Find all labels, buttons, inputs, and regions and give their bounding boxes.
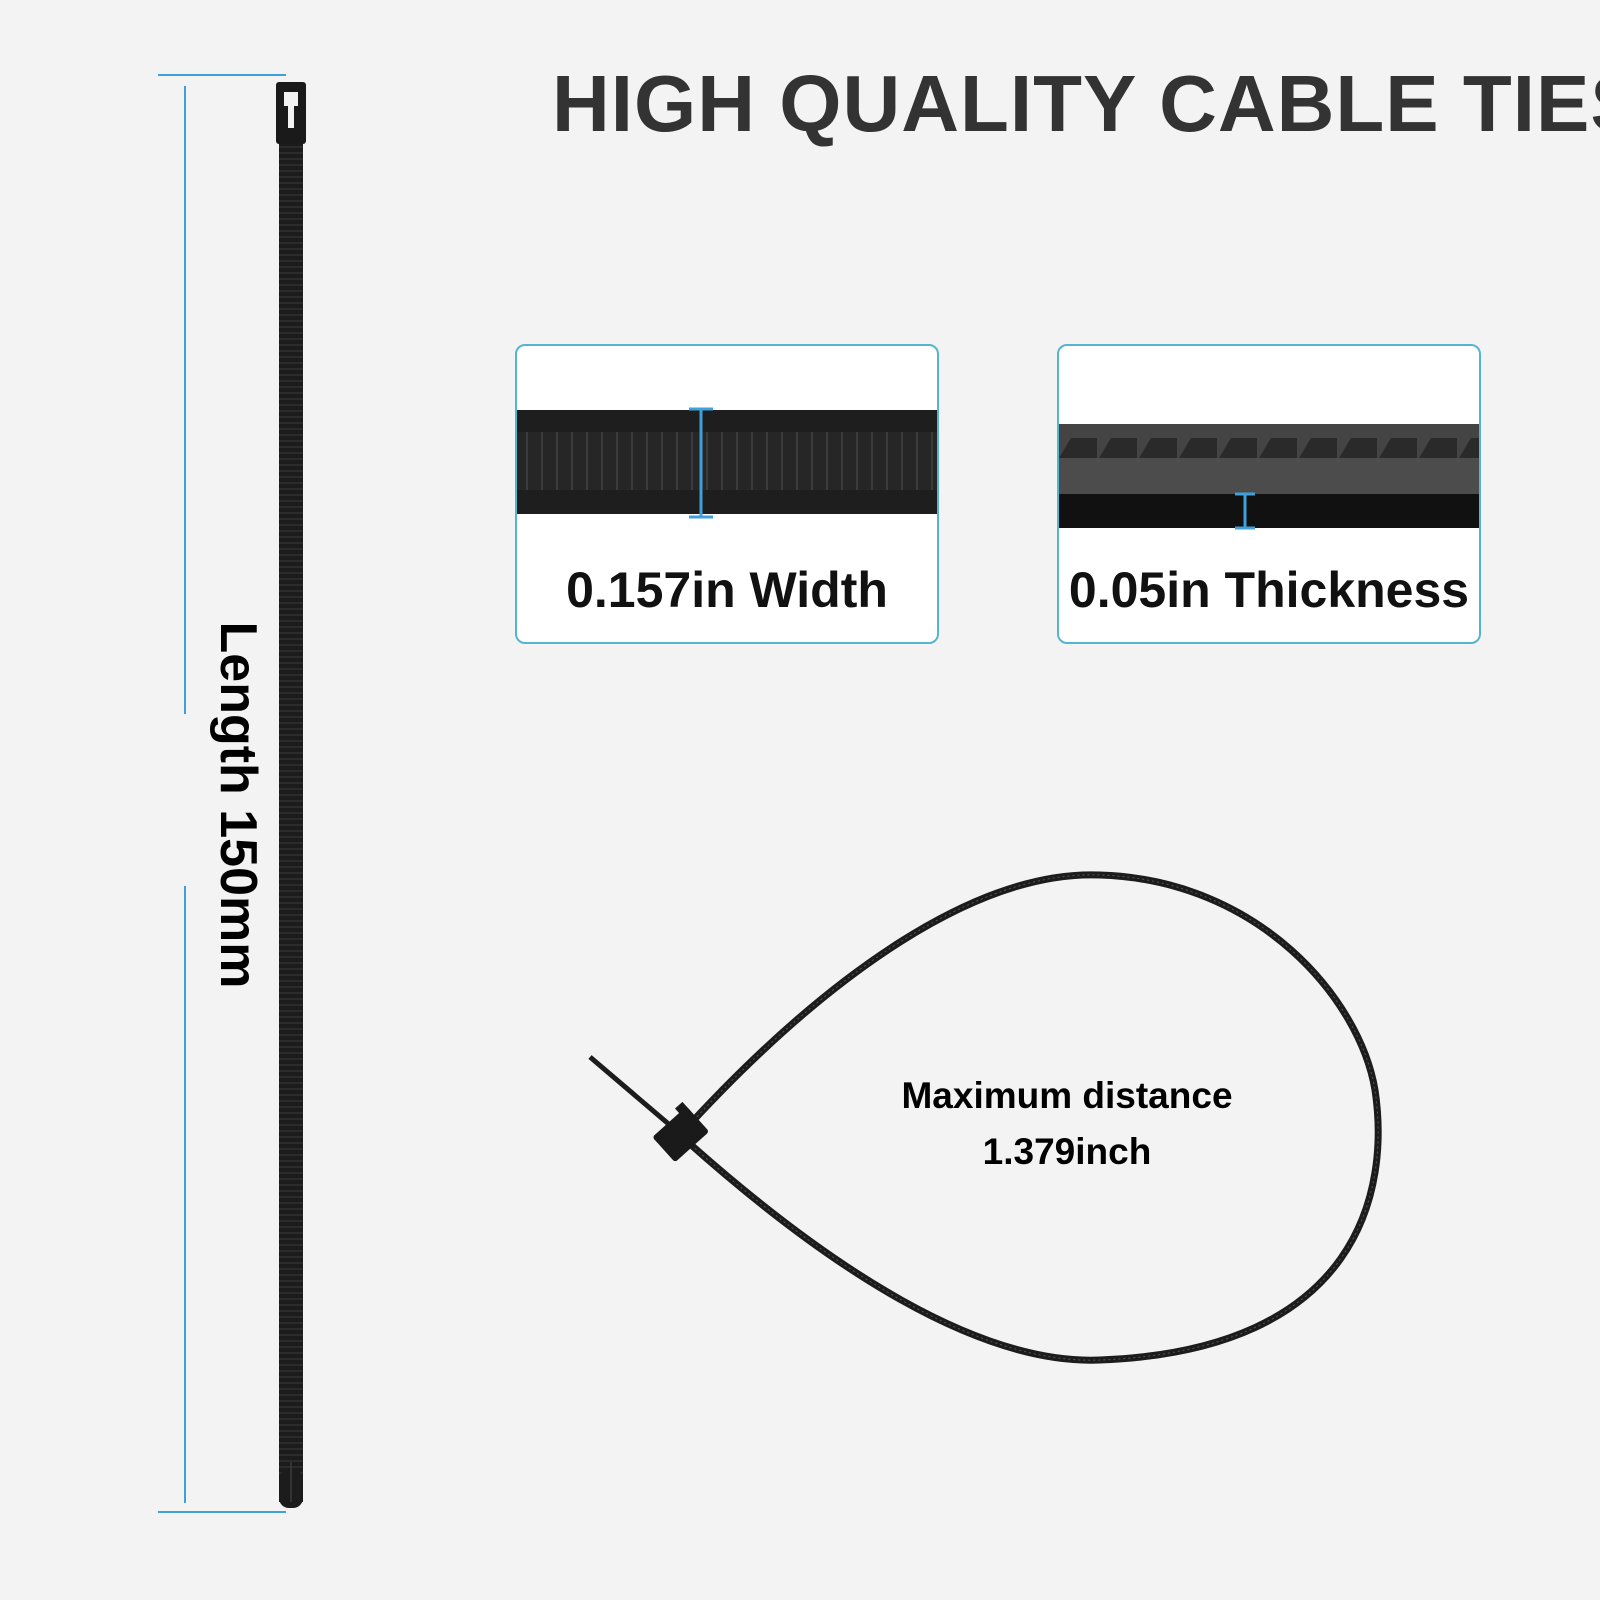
tie-thickness-closeup <box>1059 424 1479 530</box>
thickness-label: 0.05in Thickness <box>1068 562 1470 618</box>
loop-caption-line2: 1.379inch <box>982 1131 1152 1172</box>
dimension-tick-top <box>158 74 286 76</box>
loop-caption: Maximum distance 1.379inch <box>901 1068 1232 1180</box>
thickness-card: 0.05in Thickness <box>1057 344 1481 644</box>
cable-tie-straight <box>276 82 306 1508</box>
dimension-line-upper <box>184 86 186 714</box>
dimension-line-lower <box>184 886 186 1503</box>
dimension-tick-bottom <box>158 1511 286 1513</box>
width-card: 0.157in Width <box>515 344 939 644</box>
loop-caption-line1: Maximum distance <box>901 1075 1233 1116</box>
tie-width-closeup <box>517 407 937 519</box>
cable-tie-looped <box>588 871 1382 1364</box>
page-title: HIGH QUALITY CABLE TIES <box>552 59 1600 148</box>
width-label: 0.157in Width <box>566 562 888 618</box>
length-label: Length 150mm <box>209 621 267 989</box>
